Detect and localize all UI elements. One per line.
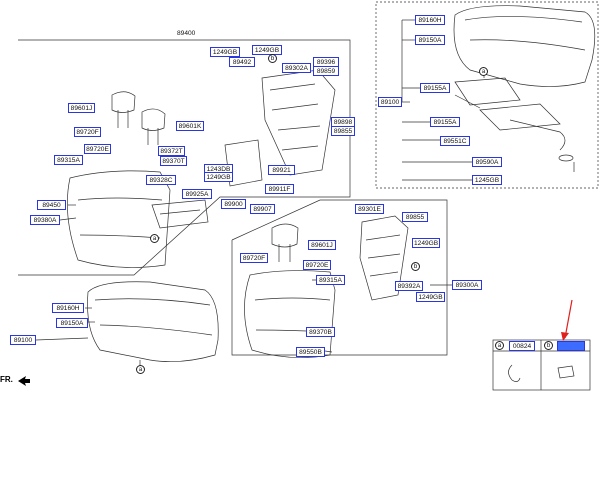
part-label-89315A-b[interactable]: 89315A xyxy=(316,275,345,285)
callout-a-left: a xyxy=(150,234,159,243)
part-label-89450[interactable]: 89450 xyxy=(37,200,66,210)
part-label-89392A[interactable]: 89392A xyxy=(395,281,423,291)
table-callout-b: b xyxy=(544,341,553,350)
part-label-89855-a[interactable]: 89855 xyxy=(331,126,355,136)
part-label-89855-b[interactable]: 89855 xyxy=(402,212,428,222)
table-callout-a: a xyxy=(495,341,504,350)
part-label-89301E[interactable]: 89301E xyxy=(355,204,384,214)
part-label-89160H-bot[interactable]: 89160H xyxy=(52,303,84,313)
table-part-89329B-highlighted[interactable]: 89329B xyxy=(557,341,585,351)
part-label-89601K[interactable]: 89601K xyxy=(176,121,204,131)
callout-a-bottom: a xyxy=(136,365,145,374)
part-label-89601J-a[interactable]: 89601J xyxy=(68,103,95,113)
part-label-89370B[interactable]: 89370B xyxy=(306,327,335,337)
label-89400: 89400 xyxy=(177,30,196,37)
part-label-89300A[interactable]: 89300A xyxy=(452,280,482,290)
part-label-89155A-b[interactable]: 89155A xyxy=(430,117,460,127)
front-direction-label: FR. xyxy=(0,375,13,384)
part-label-89100-top[interactable]: 89100 xyxy=(378,97,402,107)
table-part-00824[interactable]: 00824 xyxy=(509,341,535,351)
part-label-89372T[interactable]: 89372T xyxy=(158,146,185,156)
part-label-1249GB-b[interactable]: 1249GB xyxy=(252,45,282,55)
part-label-89925A[interactable]: 89925A xyxy=(182,189,212,199)
part-label-89590A[interactable]: 89590A xyxy=(472,157,502,167)
part-label-89720F-a[interactable]: 89720F xyxy=(74,127,101,137)
callout-b-right: b xyxy=(411,262,420,271)
part-label-1249GB-d[interactable]: 1249GB xyxy=(412,238,440,248)
part-label-89720E-a[interactable]: 89720E xyxy=(84,144,111,154)
part-label-89720E-b[interactable]: 89720E xyxy=(303,260,331,270)
part-label-89921[interactable]: 89921 xyxy=(268,165,295,175)
part-label-89551C[interactable]: 89551C xyxy=(440,136,470,146)
part-label-89370T[interactable]: 89370T xyxy=(160,156,187,166)
part-label-89492[interactable]: 89492 xyxy=(229,57,255,67)
part-label-1249GB-c[interactable]: 1249GB xyxy=(204,172,233,182)
part-label-89155A[interactable]: 89155A xyxy=(420,83,450,93)
part-label-89911F[interactable]: 89911F xyxy=(265,184,294,194)
part-label-89315A-a[interactable]: 89315A xyxy=(54,155,83,165)
part-label-89328C[interactable]: 89328C xyxy=(146,175,176,185)
part-label-89302A[interactable]: 89302A xyxy=(282,63,311,73)
callout-a-top: a xyxy=(479,67,488,76)
part-label-89150A-bot[interactable]: 89150A xyxy=(56,318,88,328)
part-label-1245GB[interactable]: 1245GB xyxy=(472,175,502,185)
callout-b-top: b xyxy=(268,54,277,63)
part-label-1249GB-e[interactable]: 1249GB xyxy=(416,292,445,302)
part-label-89601J-b[interactable]: 89601J xyxy=(308,240,336,250)
part-label-89100-bot[interactable]: 89100 xyxy=(10,335,36,345)
part-label-89160H-top[interactable]: 89160H xyxy=(415,15,445,25)
part-label-89150A-top[interactable]: 89150A xyxy=(415,35,445,45)
part-label-89380A[interactable]: 89380A xyxy=(30,215,60,225)
part-label-89720F-b[interactable]: 89720F xyxy=(240,253,268,263)
part-label-89550B[interactable]: 89550B xyxy=(296,347,325,357)
part-label-1249GB-a[interactable]: 1249GB xyxy=(210,47,240,57)
part-label-89900[interactable]: 89900 xyxy=(221,199,246,209)
part-label-89859[interactable]: 89859 xyxy=(313,66,339,76)
part-label-89907[interactable]: 89907 xyxy=(250,204,275,214)
